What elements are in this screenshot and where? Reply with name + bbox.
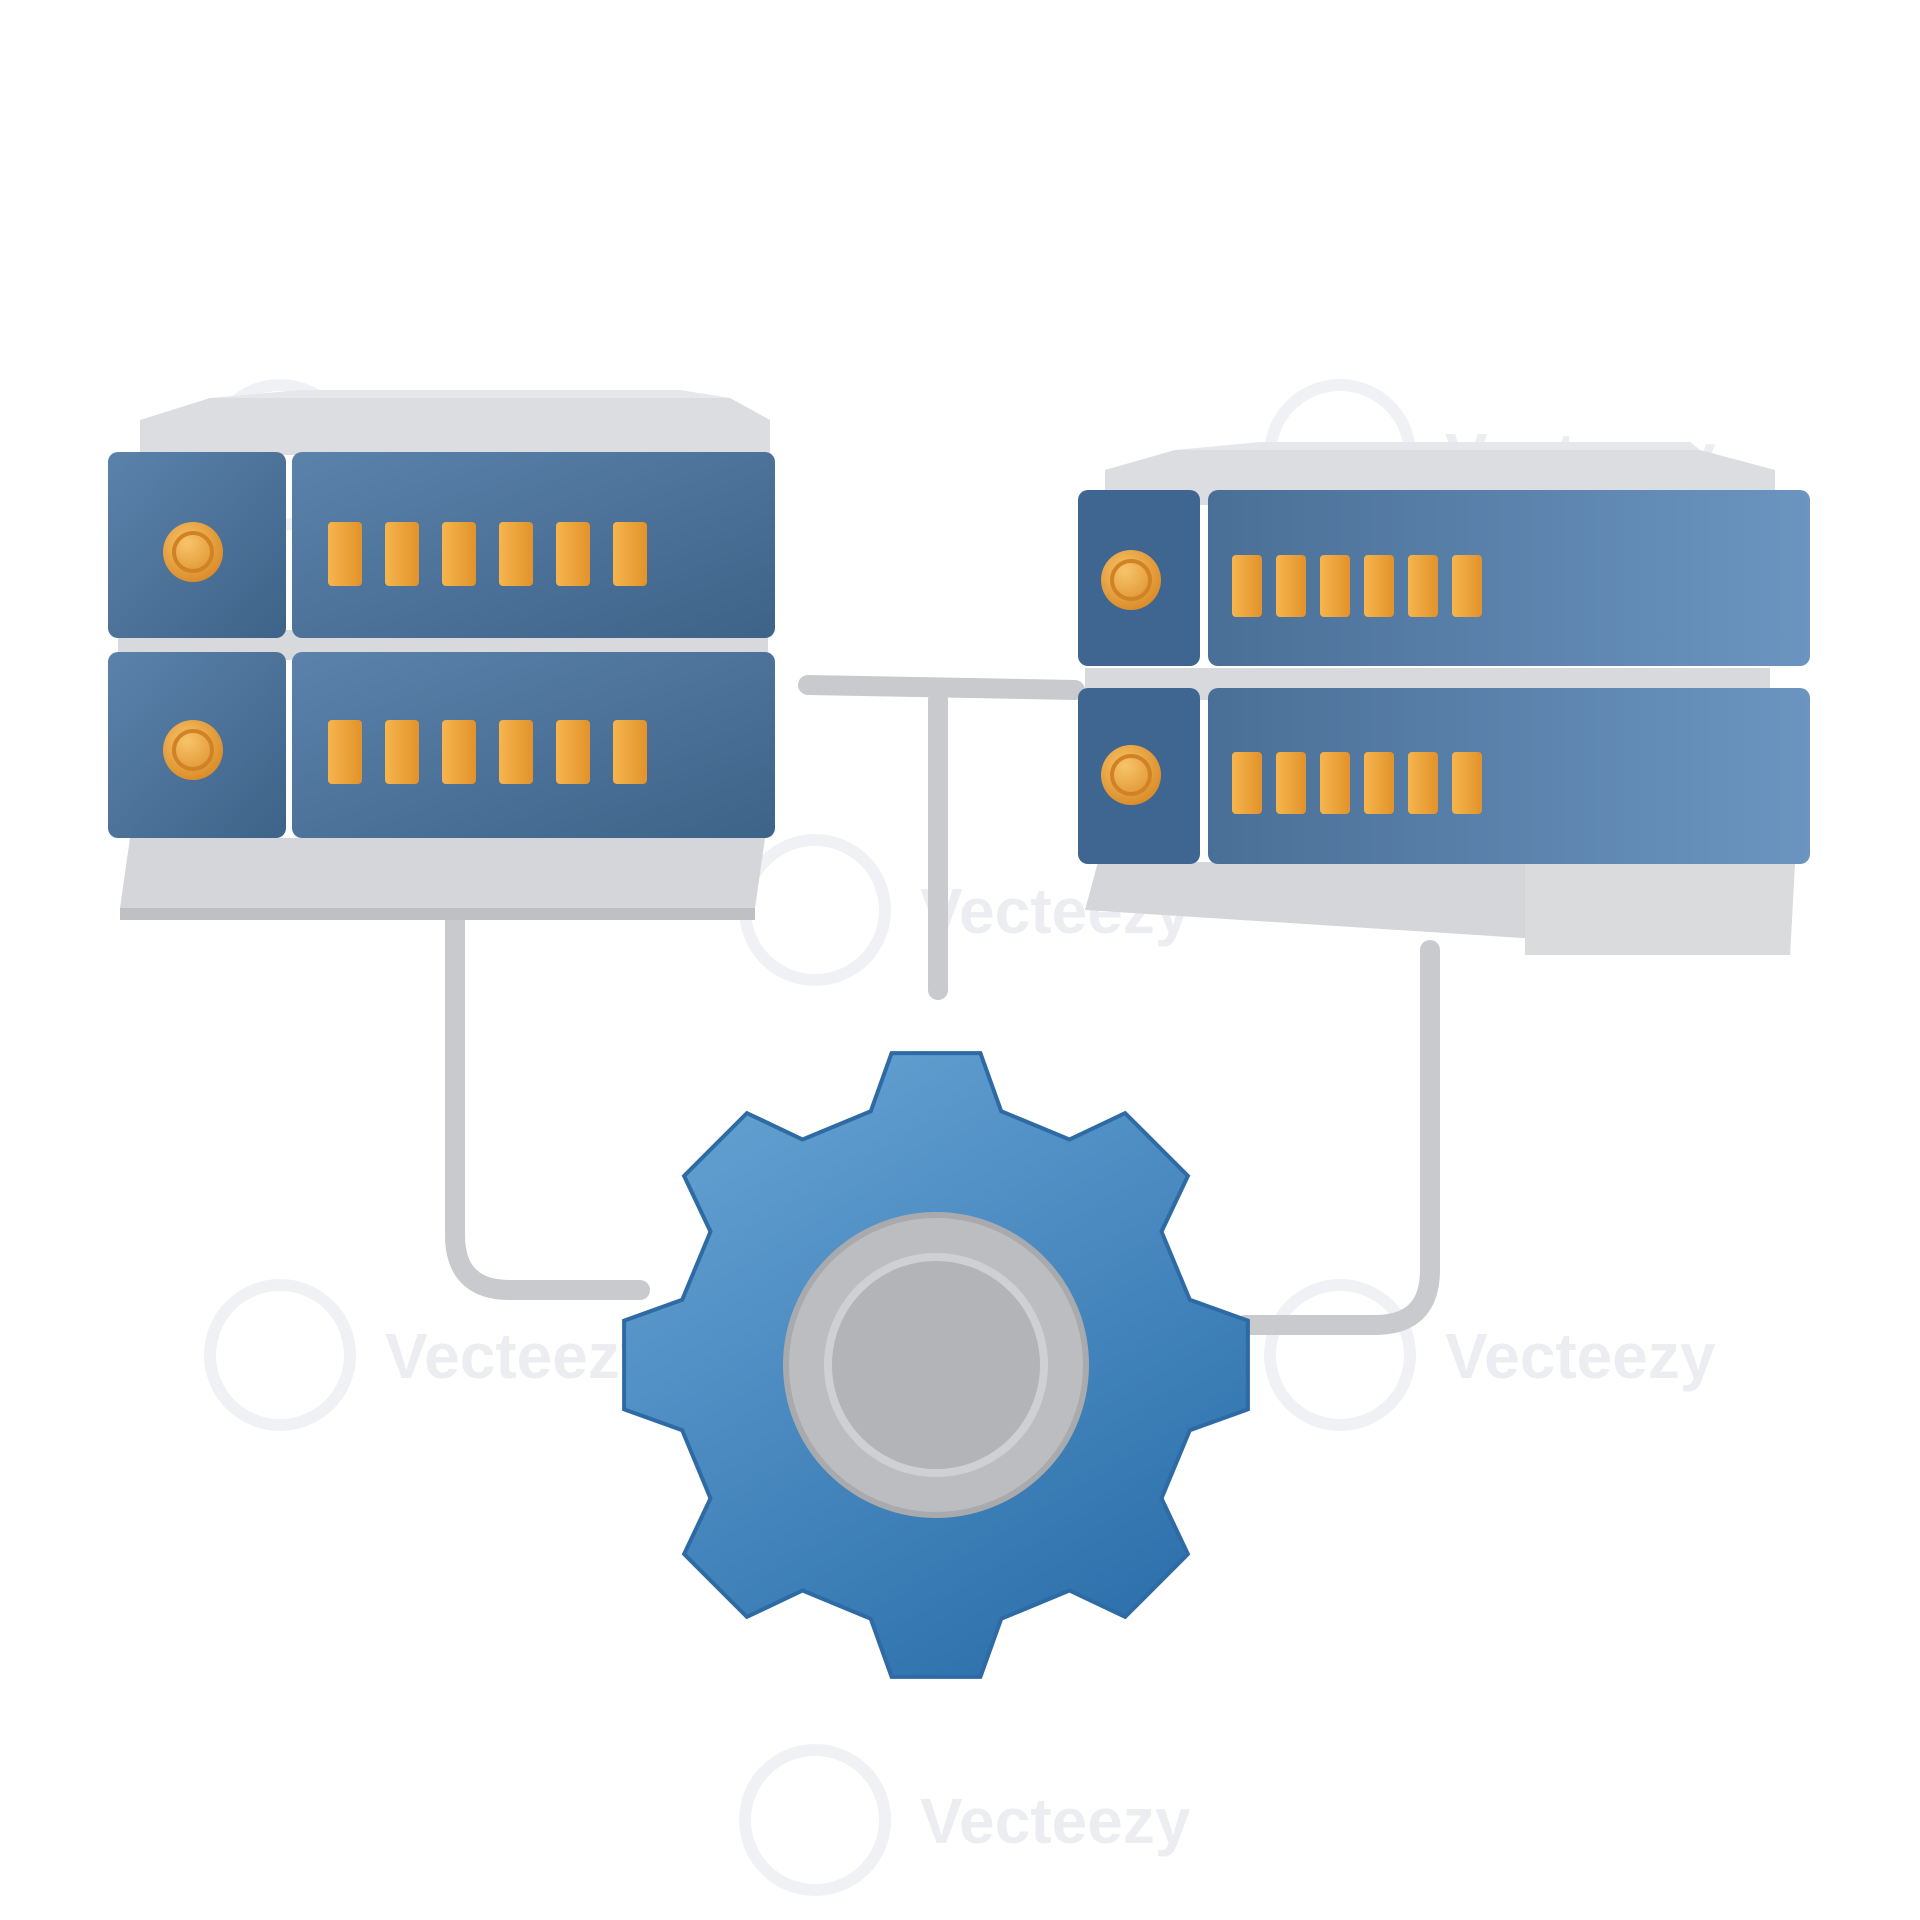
power-knob-icon [1101,550,1161,610]
cable-top-bar [798,675,1085,700]
power-knob-icon [163,522,223,582]
left-server-base [120,838,765,908]
cable-right [1235,940,1440,1335]
right-server-unit-1 [1078,490,1810,666]
left-server-rack-icon [108,390,775,920]
network-cables [445,675,1440,1335]
cable-left [445,900,650,1300]
watermark-text: Vecteezy [920,1785,1191,1857]
watermark-logo-icon: Vecteezy [1264,1279,1716,1431]
left-server-unit-1 [108,452,775,638]
watermark-logo-icon: Vecteezy [204,1279,656,1431]
indicator-lights [328,720,647,784]
indicator-lights [1232,752,1482,814]
right-server-unit-2 [1078,688,1810,864]
watermark-text: Vecteezy [1445,1320,1716,1392]
gear-hub-inner [824,1253,1048,1477]
left-server-unit-2 [108,652,775,838]
power-knob-icon [163,720,223,780]
watermark-text: Vecteezy [385,1320,656,1392]
indicator-lights [328,522,647,586]
indicator-lights [1232,555,1482,617]
power-knob-icon [1101,745,1161,805]
gear-icon [622,1051,1250,1679]
watermark-logo-icon: Vecteezy [739,1744,1191,1896]
right-server-rack-icon [1078,442,1810,955]
left-server-top [140,398,770,455]
